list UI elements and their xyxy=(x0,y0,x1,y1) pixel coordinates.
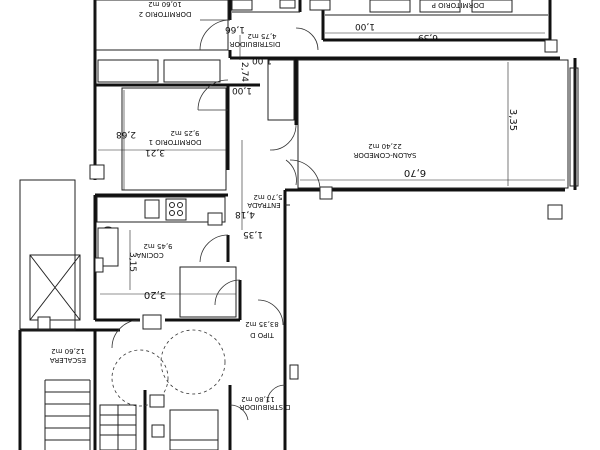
room-name-salon-comedor: SALON-COMEDOR xyxy=(353,151,416,159)
room-area-escalera: 12,60 m2 xyxy=(51,347,85,355)
room-name-tipo-d: TIPO D xyxy=(250,331,275,339)
room-name-cocina: COCINA xyxy=(136,251,164,259)
dim-label-6-39: 6,39 xyxy=(418,32,438,42)
dim-label-2-68: 2,68 xyxy=(116,129,136,139)
dim-label-1-00-b: 1,00 xyxy=(355,21,375,31)
dim-label-1-35: 1,35 xyxy=(243,229,263,239)
dimension-labels: 1,66 1,00 6,39 1,00 2,74 1,00 3,35 2,68 … xyxy=(116,21,518,300)
dim-label-4-18: 4,18 xyxy=(235,209,255,219)
room-name-entrada: ENTRADA xyxy=(247,201,281,209)
dimension-lines xyxy=(98,32,565,295)
dim-label-1-00-c: 1,00 xyxy=(232,85,252,95)
room-name-dormitorio-2: DORMITORIO 2 xyxy=(139,10,192,18)
dim-label-1-00-a: 1,00 xyxy=(252,55,272,65)
room-name-distribuidor-bottom: DISTRIBUIDOR xyxy=(239,403,290,411)
room-name-dormitorio-p: DORMITORIO P xyxy=(432,1,485,9)
dim-label-3-15: 3,15 xyxy=(127,252,137,272)
dim-label-6-70: 6,70 xyxy=(404,167,426,178)
room-area-salon-comedor: 22,40 m2 xyxy=(368,142,402,150)
room-area-distribuidor-top: 4,75 m2 xyxy=(247,32,276,40)
room-area-cocina: 9,45 m2 xyxy=(143,242,172,250)
room-area-dormitorio-2: 10,60 m2 xyxy=(148,0,182,8)
room-name-distribuidor-top: DISTRIBUIDOR xyxy=(229,40,280,48)
room-name-escalera: ESCALERA xyxy=(50,356,86,364)
thin-lines xyxy=(19,0,579,331)
dim-label-3-35: 3,35 xyxy=(507,109,518,131)
room-area-distribuidor-bottom: 11,80 m2 xyxy=(241,395,275,403)
dim-label-3-20: 3,20 xyxy=(144,289,166,300)
fixtures xyxy=(37,0,563,380)
room-labels: DORMITORIO 2 10,60 m2 DISTRIBUIDOR 4,75 … xyxy=(50,0,485,411)
dashed-circles xyxy=(111,329,226,407)
dim-label-3-21: 3,21 xyxy=(145,147,165,157)
room-name-dormitorio-1: DORMITORIO 1 xyxy=(149,138,202,146)
staircase xyxy=(44,379,219,450)
room-area-dormitorio-1: 9,25 m2 xyxy=(170,129,199,137)
dim-label-1-66: 1,66 xyxy=(225,24,245,34)
room-area-tipo-d: 83,35 m2 xyxy=(245,320,279,328)
door-swings xyxy=(111,19,321,421)
room-area-entrada: 5,70 m2 xyxy=(253,193,282,201)
dim-label-2-74: 2,74 xyxy=(239,62,249,82)
